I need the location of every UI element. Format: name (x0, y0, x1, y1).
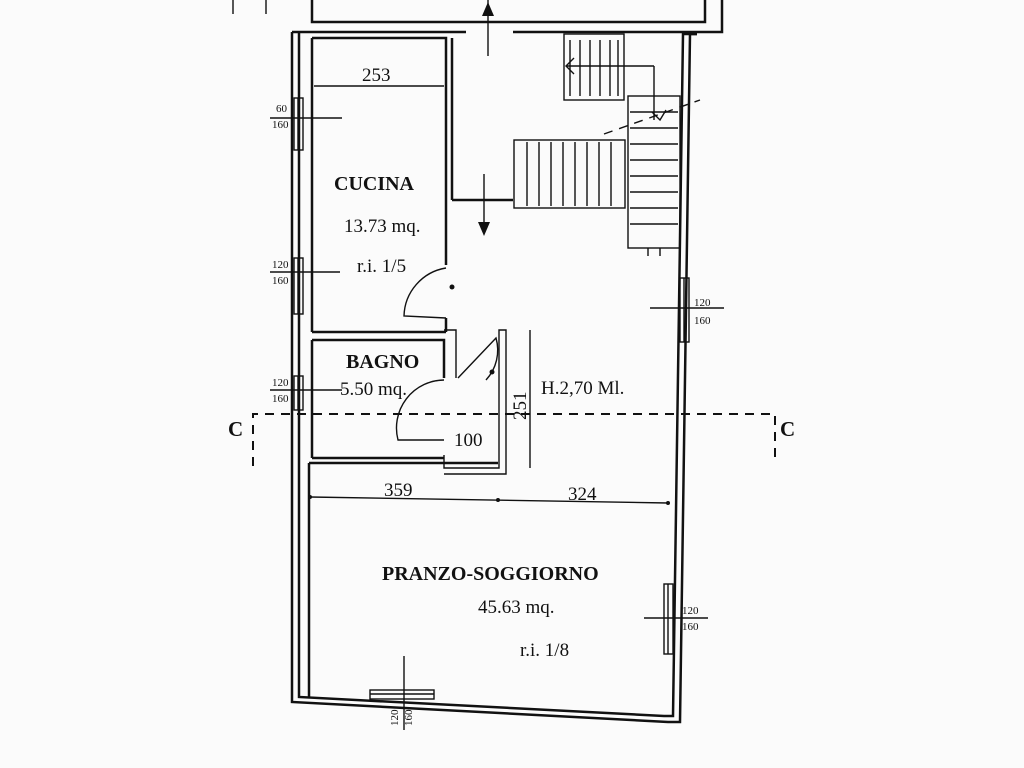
dim-corridor-length: 251 (510, 392, 531, 421)
window-leaders (270, 117, 724, 730)
window-height: 160 (272, 393, 289, 405)
window-label-6: 120 160 (389, 709, 415, 726)
arrow-down-icon (478, 222, 490, 236)
window-width: 60 (276, 103, 288, 115)
section-label-right: C (780, 417, 795, 441)
corridor-height: H.2,70 Ml. (541, 378, 624, 399)
dimension-lines (308, 85, 670, 505)
window-height: 160 (403, 709, 415, 726)
window-height: 160 (682, 621, 699, 633)
window-label-4: 120 160 (694, 297, 711, 327)
living-walls (307, 461, 498, 697)
upper-strip (232, 0, 724, 34)
kitchen-walls (310, 36, 513, 334)
dim-living-right: 324 (568, 484, 597, 505)
window-height: 160 (272, 275, 289, 287)
doors (395, 267, 499, 441)
section-label-left: C (228, 417, 243, 441)
entrance-arrows (478, 0, 494, 236)
outer-walls (290, 30, 697, 724)
window-width: 120 (682, 605, 699, 617)
dim-living-left: 359 (384, 480, 413, 501)
kitchen-name: CUCINA (334, 173, 415, 195)
living-name: PRANZO-SOGGIORNO (382, 563, 599, 585)
living-ri: r.i. 1/8 (520, 640, 569, 661)
kitchen-area: 13.73 mq. (344, 216, 421, 237)
kitchen-ri: r.i. 1/5 (357, 256, 406, 277)
window-label-1: 60 160 (272, 103, 289, 131)
window-label-3: 120 160 (272, 377, 289, 405)
window-label-5: 120 160 (682, 605, 699, 633)
window-width: 120 (389, 709, 401, 726)
window-width: 120 (272, 377, 289, 389)
living-area: 45.63 mq. (478, 597, 555, 618)
bathroom-walls (310, 329, 507, 475)
closet-door (457, 336, 499, 381)
window-height: 160 (694, 315, 711, 327)
bathroom-name: BAGNO (346, 351, 419, 373)
kitchen-door (403, 267, 447, 319)
dim-bath-door: 100 (454, 430, 483, 451)
windows (293, 97, 690, 700)
staircase (513, 33, 701, 256)
bathroom-area: 5.50 mq. (340, 379, 407, 400)
window-width: 120 (694, 297, 711, 309)
section-line: C C (228, 413, 795, 466)
bathroom-door (395, 379, 445, 441)
arrow-up-icon (482, 2, 494, 16)
window-height: 160 (272, 119, 289, 131)
window-label-2: 120 160 (272, 259, 289, 287)
window-width: 120 (272, 259, 289, 271)
dim-kitchen-width: 253 (362, 65, 391, 86)
